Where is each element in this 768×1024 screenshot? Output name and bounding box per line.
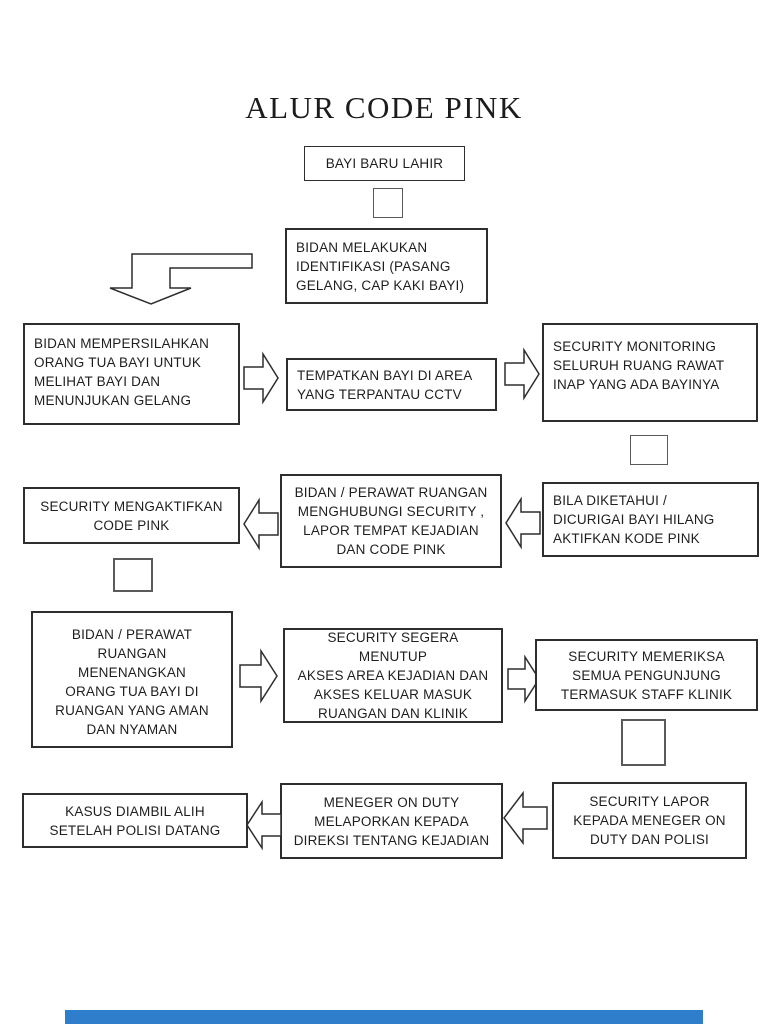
arrow-right-icon [507, 654, 540, 704]
node-security-memeriksa: SECURITY MEMERIKSA SEMUA PENGUNJUNG TERM… [535, 639, 758, 711]
page-title: ALUR CODE PINK [245, 90, 523, 125]
node-bila-diketahui: BILA DIKETAHUI / DICURIGAI BAYI HILANG A… [542, 482, 759, 557]
node-bidan-identifikasi: BIDAN MELAKUKAN IDENTIFIKASI (PASANG GEL… [285, 228, 488, 304]
arrow-right-icon [243, 351, 279, 405]
bottom-accent-bar [65, 1010, 703, 1024]
arrow-left-icon [243, 497, 279, 551]
node-kasus-diambil-alih: KASUS DIAMBIL ALIH SETELAH POLISI DATANG [22, 793, 248, 848]
arrow-left-icon [505, 496, 541, 550]
arrow-left-icon [246, 799, 282, 851]
node-bayi-baru-lahir: BAYI BARU LAHIR [304, 146, 465, 181]
square-connector-icon [373, 188, 403, 218]
node-security-mengaktifkan: SECURITY MENGAKTIFKAN CODE PINK [23, 487, 240, 544]
arrow-bent-down-left-icon [109, 253, 253, 305]
node-bidan-mempersilahkan: BIDAN MEMPERSILAHKAN ORANG TUA BAYI UNTU… [23, 323, 240, 425]
node-bidan-menenangkan: BIDAN / PERAWAT RUANGAN MENENANGKAN ORAN… [31, 611, 233, 748]
square-connector-icon [113, 558, 153, 592]
arrow-right-icon [504, 347, 540, 401]
square-connector-icon [630, 435, 668, 465]
node-security-lapor-meneger: SECURITY LAPOR KEPADA MENEGER ON DUTY DA… [552, 782, 747, 859]
arrow-right-icon [239, 648, 278, 704]
square-connector-icon [621, 719, 666, 766]
node-bidan-menghubungi-security: BIDAN / PERAWAT RUANGAN MENGHUBUNGI SECU… [280, 474, 502, 568]
arrow-left-icon [503, 790, 548, 846]
node-security-menutup-akses: SECURITY SEGERA MENUTUP AKSES AREA KEJAD… [283, 628, 503, 723]
node-tempatkan-bayi: TEMPATKAN BAYI DI AREA YANG TERPANTAU CC… [286, 358, 497, 411]
node-meneger-melaporkan-direksi: MENEGER ON DUTY MELAPORKAN KEPADA DIREKS… [280, 783, 503, 859]
node-security-monitoring: SECURITY MONITORING SELURUH RUANG RAWAT … [542, 323, 758, 422]
